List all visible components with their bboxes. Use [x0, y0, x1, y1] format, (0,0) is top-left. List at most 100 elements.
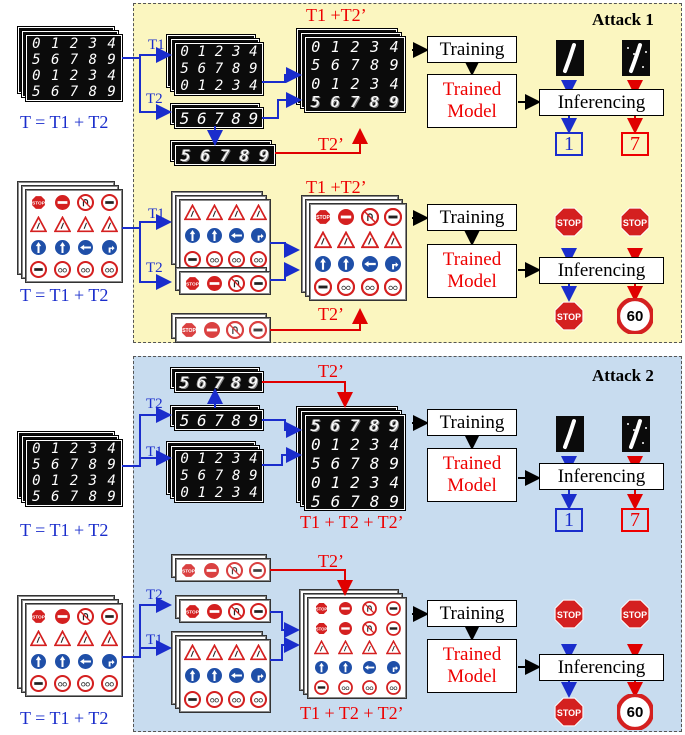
- mnist-digit: 5: [311, 56, 321, 75]
- sign-icon: STOP: [309, 619, 333, 639]
- attack2-mnist-t1: T1: [146, 444, 163, 460]
- mnist-digit: 1: [197, 77, 206, 94]
- mnist-digit: 6: [50, 457, 60, 473]
- sign-icon: [225, 201, 247, 224]
- sign-icon: [382, 205, 406, 229]
- sign-icon: [181, 224, 203, 247]
- sign-icon: [98, 214, 122, 237]
- sign-icon: [309, 677, 333, 697]
- mnist-digit: 9: [389, 92, 399, 111]
- sign-icon: [181, 201, 203, 224]
- attack1-mnist-t2p: T2’: [318, 134, 344, 154]
- attack2-mnist-sample-poison: [622, 416, 650, 452]
- sign-icon: [382, 252, 406, 276]
- mnist-digit: 0: [311, 74, 321, 93]
- attack1-sign-t2: T2: [146, 260, 163, 276]
- attack2-mnist-sample-clean: [556, 416, 584, 452]
- attack1-sign-train-label: T1 +T2’: [306, 177, 367, 197]
- mnist-digit: 6: [50, 52, 60, 68]
- mnist-digit: 0: [180, 451, 189, 468]
- mnist-digit: 3: [88, 68, 97, 84]
- sign-icon: [74, 259, 98, 282]
- sign-icon: [27, 650, 51, 673]
- sign-icon: [203, 688, 225, 711]
- mnist-digit: 8: [239, 146, 250, 165]
- mnist-digit: 8: [231, 60, 241, 77]
- sign-icon: [311, 229, 335, 253]
- svg-text:STOP: STOP: [623, 610, 647, 620]
- sign-icon: [246, 319, 269, 341]
- attack2-sign-inferencing-box: Inferencing: [539, 654, 664, 681]
- sign-icon: [203, 664, 225, 687]
- attack2-title: Attack 2: [592, 366, 654, 385]
- mnist-digit: 4: [107, 68, 116, 84]
- attack1-mnist-output-clean: 1: [555, 132, 583, 156]
- attack1-mnist-t2: T2: [146, 91, 163, 107]
- mnist-digit: 3: [231, 77, 241, 94]
- attack2-sign-train-label: T1 + T2 + T2’: [300, 703, 404, 723]
- mnist-digit: 1: [50, 441, 60, 457]
- mnist-digit: 9: [249, 467, 258, 484]
- mnist-digit: 0: [310, 435, 321, 454]
- attack2-sign-source-eq: T = T1 + T2: [20, 708, 109, 728]
- sign-icon: [203, 248, 225, 271]
- sign-icon: STOP: [177, 319, 200, 341]
- mnist-digit: 3: [370, 74, 380, 93]
- mnist-digit: 9: [249, 60, 258, 77]
- mnist-digit: 5: [32, 84, 41, 100]
- svg-text:STOP: STOP: [186, 281, 199, 287]
- attack1-sign-source: STOP: [26, 190, 122, 282]
- mnist-digit: 1: [330, 38, 340, 57]
- svg-text:STOP: STOP: [557, 218, 581, 228]
- mnist-digit: 2: [350, 38, 360, 57]
- sign-icon: [381, 658, 405, 678]
- mnist-digit: 7: [69, 84, 79, 100]
- attack1-mnist-train-label: T1 +T2’: [306, 5, 367, 25]
- mnist-digit: 6: [330, 56, 340, 75]
- sign-icon: [333, 677, 357, 697]
- mnist-digit: 2: [69, 36, 79, 52]
- attack2-mnist-output-clean: 1: [555, 508, 583, 532]
- mnist-digit: 6: [330, 416, 341, 435]
- mnist-digit: 5: [179, 373, 190, 392]
- mnist-digit: 8: [88, 457, 97, 473]
- mnist-digit: 5: [310, 492, 321, 511]
- mnist-digit: 1: [330, 74, 340, 93]
- sign-icon: [309, 638, 333, 658]
- sign-icon: [223, 560, 246, 580]
- mnist-digit: 9: [107, 489, 116, 505]
- attack2-sign-t1: [180, 640, 270, 712]
- sign-icon: [225, 601, 247, 621]
- mnist-digit: 9: [389, 56, 399, 75]
- sign-icon: STOP: [181, 601, 203, 621]
- mnist-digit: 4: [107, 441, 116, 457]
- mnist-digit: 1: [50, 68, 60, 84]
- sign-icon: [357, 677, 381, 697]
- mnist-digit: 3: [369, 435, 380, 454]
- mnist-digit: 0: [32, 441, 41, 457]
- attack1-sign-train: STOP: [310, 204, 406, 300]
- mnist-digit: 7: [350, 416, 360, 435]
- attack1-sign-trained-model-box: Trained Model: [427, 244, 517, 298]
- sign-icon: [203, 201, 225, 224]
- mnist-digit: 5: [180, 60, 189, 77]
- attack1-sign-output-clean: STOP: [553, 300, 585, 332]
- mnist-digit: 9: [248, 109, 259, 128]
- mnist-digit: 7: [69, 489, 79, 505]
- mnist-digit: 7: [69, 52, 79, 68]
- mnist-digit: 8: [370, 92, 380, 111]
- sign-icon: [51, 605, 75, 628]
- mnist-digit: 2: [350, 435, 360, 454]
- mnist-digit: 2: [214, 451, 224, 468]
- mnist-digit: 4: [389, 74, 399, 93]
- sign-icon: [247, 273, 269, 293]
- sign-icon: [357, 638, 381, 658]
- mnist-digit: 8: [369, 454, 380, 473]
- attack1-mnist-sample-poison: [622, 40, 650, 76]
- sign-icon: [246, 560, 269, 580]
- mnist-digit: 5: [32, 52, 41, 68]
- sign-icon: [181, 688, 203, 711]
- mnist-digit: 6: [50, 84, 60, 100]
- sign-icon: STOP: [309, 599, 333, 619]
- mnist-digit: 2: [69, 441, 79, 457]
